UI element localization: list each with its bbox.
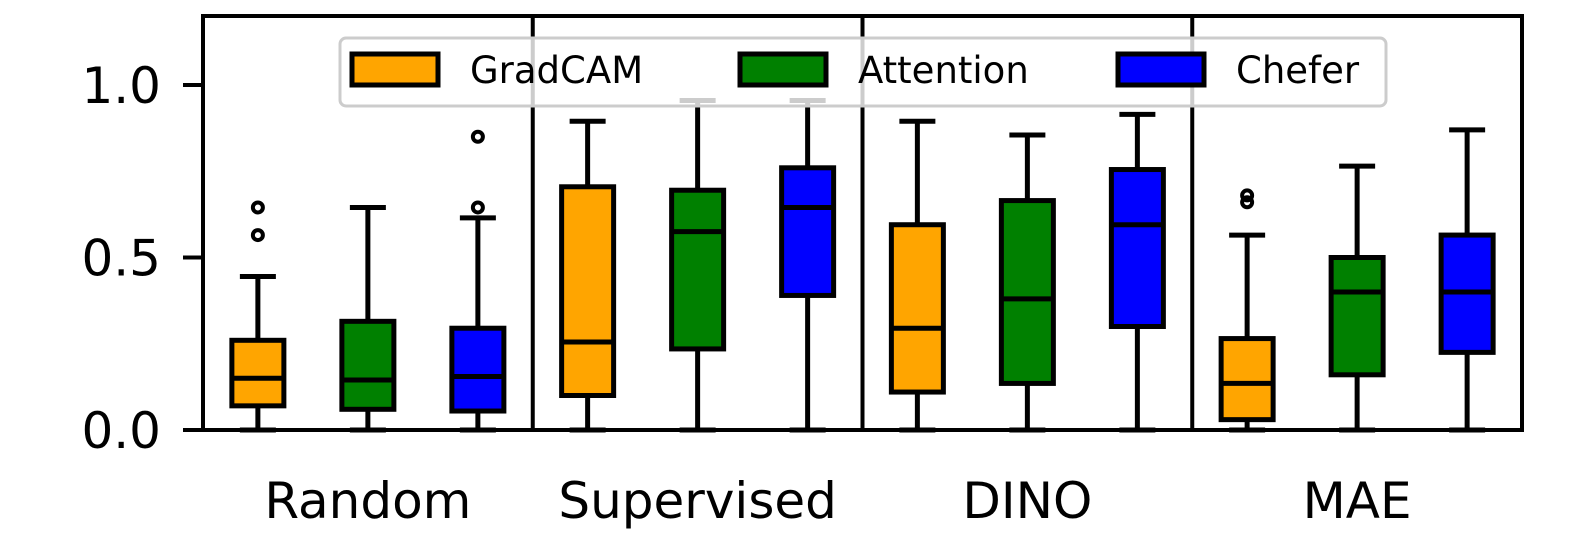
box-iqr <box>1328 255 1386 378</box>
box-supervised-chefer <box>779 98 837 433</box>
box-dino-attention <box>998 132 1056 433</box>
plot-area <box>229 98 1496 433</box>
box-dino-gradcam <box>888 118 946 433</box>
box-random-gradcam <box>229 200 287 433</box>
legend-label-gradcam: GradCAM <box>470 49 643 92</box>
legend-swatch-chefer <box>1115 51 1207 88</box>
box-iqr <box>449 325 507 414</box>
box-iqr <box>229 337 287 409</box>
y-tick-label: 0.5 <box>81 230 161 288</box>
group-label-random: Random <box>264 472 471 530</box>
box-iqr <box>339 318 397 412</box>
box-mae-chefer <box>1438 127 1496 433</box>
box-random-chefer <box>449 129 507 433</box>
plot-frame <box>201 14 1524 432</box>
box-iqr <box>1108 167 1166 329</box>
box-iqr <box>669 187 727 352</box>
box-iqr <box>998 198 1056 386</box>
legend-label-attention: Attention <box>858 49 1029 92</box>
box-mae-attention <box>1328 163 1386 433</box>
group-label-dino: DINO <box>962 472 1092 530</box>
group-label-mae: MAE <box>1303 472 1412 530</box>
box-iqr <box>888 222 946 395</box>
legend: GradCAM Attention Chefer <box>338 36 1388 108</box>
box-random-attention <box>339 204 397 433</box>
outlier-point <box>1240 188 1255 203</box>
box-supervised-gradcam <box>559 118 617 433</box>
outlier-point <box>470 129 485 144</box>
box-iqr <box>559 184 617 398</box>
outlier-point <box>470 200 485 215</box>
legend-swatch-attention <box>737 51 829 88</box>
outlier-point <box>1240 195 1255 210</box>
outlier-point <box>250 200 265 215</box>
y-tick-label: 1.0 <box>81 57 161 115</box>
box-iqr <box>779 165 837 298</box>
outlier-point <box>250 228 265 243</box>
box-supervised-attention <box>669 98 727 433</box>
group-label-supervised: Supervised <box>558 472 837 530</box>
box-iqr <box>1218 336 1276 423</box>
legend-swatch-gradcam <box>349 51 441 88</box>
y-tick-label: 0.0 <box>81 402 161 460</box>
box-dino-chefer <box>1108 111 1166 433</box>
legend-label-chefer: Chefer <box>1236 49 1360 92</box>
box-mae-gradcam <box>1218 188 1276 433</box>
